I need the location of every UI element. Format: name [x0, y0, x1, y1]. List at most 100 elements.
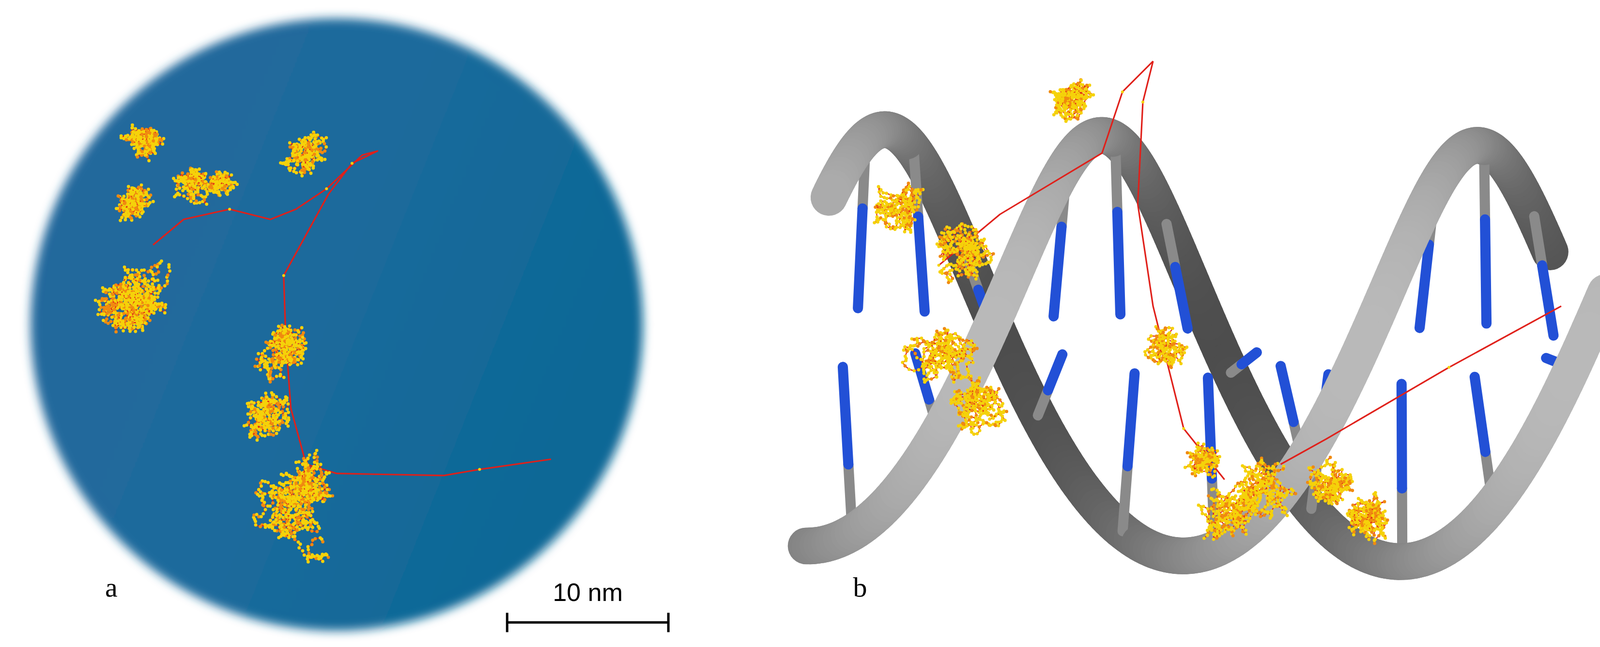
base-stick — [1401, 384, 1402, 489]
interaction-dot — [167, 262, 171, 267]
base-stick — [1474, 376, 1486, 452]
interaction-dot — [276, 428, 281, 432]
interaction-dot — [261, 359, 265, 364]
interaction-dot — [302, 553, 307, 557]
interaction-dot — [306, 469, 310, 473]
interaction-dot — [293, 490, 297, 494]
interaction-dot — [291, 333, 295, 337]
interaction-dot — [270, 393, 275, 397]
interaction-dot — [302, 341, 307, 346]
interaction-dot — [163, 310, 167, 315]
backbone-ribbon — [984, 334, 988, 341]
interaction-dot — [307, 504, 311, 508]
interaction-dot — [295, 528, 299, 532]
interaction-dot — [306, 548, 310, 552]
interaction-dot — [249, 423, 254, 428]
interaction-dot — [277, 366, 281, 370]
interaction-dot — [263, 354, 268, 358]
base-stick — [1053, 226, 1062, 317]
base-stick — [1117, 211, 1121, 315]
interaction-dot — [288, 358, 292, 362]
interaction-dot — [295, 363, 300, 367]
interaction-dot — [287, 473, 292, 477]
interaction-dot — [263, 429, 267, 433]
interaction-dot — [166, 273, 170, 277]
interaction-dot — [292, 360, 297, 364]
interaction-dot — [280, 323, 284, 327]
interaction-dot — [310, 466, 315, 471]
interaction-dot — [271, 415, 276, 419]
interaction-dot — [293, 507, 298, 512]
interaction-dot — [165, 279, 170, 283]
interaction-dot — [279, 353, 283, 357]
interaction-dot — [315, 521, 319, 525]
interaction-dot — [274, 518, 278, 522]
interaction-dot — [258, 368, 262, 372]
interaction-dot — [263, 425, 268, 430]
interaction-dot — [297, 546, 301, 550]
interaction-dot — [277, 360, 281, 364]
interaction-dot — [276, 329, 280, 333]
interaction-dot — [307, 474, 311, 478]
interaction-dot — [290, 514, 294, 518]
interaction-dot — [259, 484, 263, 488]
interaction-dot — [285, 407, 290, 412]
interaction-dot — [296, 328, 300, 333]
interaction-dot — [318, 485, 322, 490]
interaction-dot — [278, 372, 283, 377]
base-stick — [918, 216, 925, 312]
interaction-dot — [317, 526, 322, 530]
interaction-dot — [301, 482, 305, 486]
interaction-dot — [295, 339, 300, 344]
interaction-dot — [301, 348, 305, 353]
interaction-dot — [307, 551, 311, 555]
interaction-dot — [319, 491, 323, 495]
interaction-dot — [287, 330, 291, 335]
interaction-dot — [271, 405, 275, 409]
interaction-dot — [251, 410, 256, 415]
interaction-dot — [253, 407, 257, 412]
interaction-dot — [350, 161, 354, 165]
interaction-dot — [305, 557, 309, 561]
interaction-dot — [320, 470, 324, 475]
interaction-dot — [246, 412, 250, 416]
interaction-dot — [262, 349, 267, 353]
interaction-dot — [274, 495, 278, 500]
interaction-dot — [305, 515, 309, 519]
interaction-dot — [318, 481, 322, 486]
interaction-dot — [282, 355, 286, 360]
interaction-dot — [269, 484, 274, 488]
interaction-dot — [303, 459, 308, 463]
interaction-dot — [275, 374, 279, 379]
interaction-dot — [306, 560, 310, 564]
interaction-dot — [285, 519, 290, 524]
interaction-dot — [315, 461, 320, 466]
interaction-dot — [262, 365, 267, 369]
backbone-ribbon — [1577, 349, 1581, 356]
interaction-dot — [309, 499, 314, 504]
interaction-dot — [168, 269, 172, 273]
interaction-dot — [274, 336, 278, 340]
interaction-dot — [286, 531, 290, 535]
interaction-dot — [303, 463, 308, 468]
interaction-dot — [256, 400, 261, 404]
interaction-dot — [301, 497, 306, 501]
interaction-dot — [253, 364, 257, 369]
interaction-dot — [299, 345, 303, 350]
interaction-dot — [265, 346, 270, 351]
interaction-dot — [267, 426, 272, 431]
interaction-dot — [312, 471, 316, 475]
interaction-dot — [277, 356, 281, 361]
interaction-dot — [308, 555, 312, 559]
interaction-dot — [268, 504, 272, 508]
interaction-dot — [163, 306, 168, 310]
interaction-dot — [279, 504, 283, 508]
interaction-dot — [279, 488, 284, 493]
interaction-dot — [295, 357, 300, 362]
interaction-dot — [268, 494, 273, 498]
interaction-dot — [293, 328, 297, 332]
interaction-dot — [263, 391, 268, 396]
interaction-dot — [287, 342, 292, 347]
interaction-dot — [312, 460, 317, 464]
interaction-dot — [300, 526, 305, 531]
